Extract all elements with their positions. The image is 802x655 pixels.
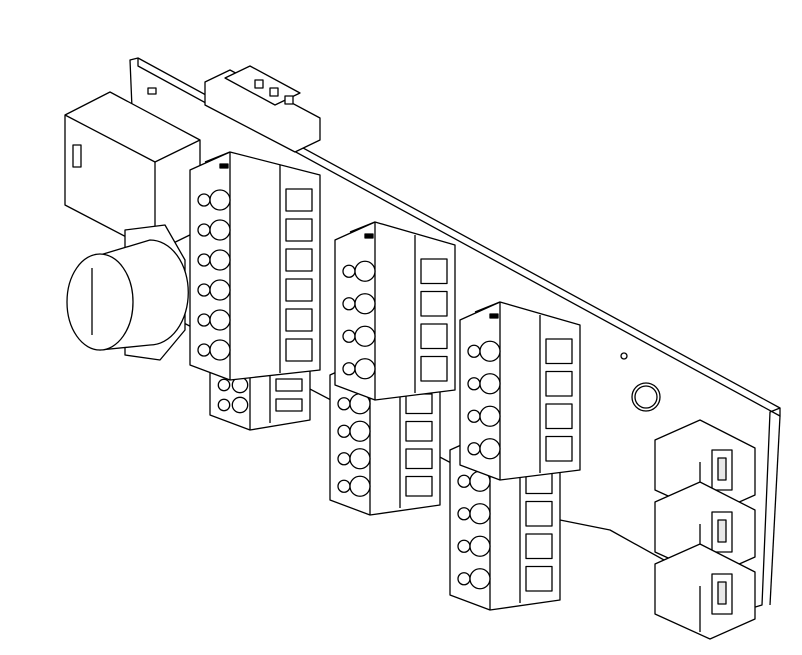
screw-terminal-icon xyxy=(480,341,500,361)
wire-entry-icon xyxy=(198,224,210,236)
screw-terminal-icon xyxy=(210,250,230,270)
wire-entry-icon xyxy=(338,425,350,437)
wire-entry-icon xyxy=(198,254,210,266)
terminal-slot xyxy=(546,404,572,429)
screw-terminal-icon xyxy=(350,449,370,469)
wire-entry-icon xyxy=(338,453,350,465)
wire-entry-icon xyxy=(343,265,355,277)
screw-terminal-icon xyxy=(480,406,500,426)
wire-entry-icon xyxy=(458,540,470,552)
screw-terminal-icon xyxy=(210,190,230,210)
screw-terminal-icon xyxy=(355,326,375,346)
screw-terminal-icon xyxy=(470,536,490,556)
mounting-hole xyxy=(632,383,660,411)
terminal-slot xyxy=(546,437,572,462)
wire-entry-icon xyxy=(198,284,210,296)
small-via xyxy=(621,353,627,359)
wire-entry-icon xyxy=(468,443,480,455)
screw-terminal-icon xyxy=(470,504,490,524)
terminal-slot xyxy=(421,259,447,284)
wire-entry-icon xyxy=(218,379,229,390)
wire-entry-icon xyxy=(198,194,210,206)
wire-entry-icon xyxy=(468,410,480,422)
screw-terminal-icon xyxy=(210,280,230,300)
screw-terminal-icon xyxy=(210,220,230,240)
terminal-slot xyxy=(421,324,447,349)
wire-entry-icon xyxy=(458,475,470,487)
wire-entry-icon xyxy=(338,398,350,410)
screw-terminal-icon xyxy=(350,421,370,441)
screw-terminal-icon xyxy=(350,476,370,496)
terminal-slot xyxy=(526,502,552,527)
wire-entry-icon xyxy=(218,399,229,410)
terminal-slot xyxy=(526,567,552,592)
terminal-block-tb-upper-right xyxy=(460,302,580,480)
wire-entry-icon xyxy=(458,508,470,520)
terminal-slot xyxy=(286,339,312,361)
wire-entry-icon xyxy=(458,573,470,585)
terminal-slot xyxy=(406,449,432,469)
terminal-slot xyxy=(546,339,572,364)
terminal-slot xyxy=(286,189,312,211)
terminal-block-tb-upper-middle xyxy=(335,222,455,400)
wire-entry-icon xyxy=(338,480,350,492)
screw-terminal-icon xyxy=(210,310,230,330)
mounting-hole-inner xyxy=(635,386,657,408)
screw-terminal-icon xyxy=(480,374,500,394)
terminal-slot xyxy=(526,534,552,559)
terminal-slot xyxy=(546,372,572,397)
terminal-block-tb-upper-left xyxy=(190,152,320,380)
terminal-slot xyxy=(421,292,447,317)
terminal-slot xyxy=(406,477,432,497)
screw-terminal-icon xyxy=(355,359,375,379)
terminal-slot xyxy=(286,249,312,271)
top-connector xyxy=(148,66,320,152)
edge-connector xyxy=(655,544,755,639)
terminal-slot xyxy=(286,309,312,331)
terminal-slot xyxy=(406,422,432,442)
terminal-slot xyxy=(421,357,447,382)
terminal-slot xyxy=(276,399,302,411)
wire-entry-icon xyxy=(198,344,210,356)
screw-terminal-icon xyxy=(232,397,247,412)
terminal-block-tb-lower-middle xyxy=(330,357,440,515)
capacitor xyxy=(67,225,188,360)
terminal-slot xyxy=(276,379,302,391)
wire-entry-icon xyxy=(343,298,355,310)
screw-terminal-icon xyxy=(480,439,500,459)
screw-terminal-icon xyxy=(355,294,375,314)
wire-entry-icon xyxy=(343,330,355,342)
screw-terminal-icon xyxy=(470,569,490,589)
edge-connectors xyxy=(655,420,755,639)
wire-entry-icon xyxy=(198,314,210,326)
terminal-slot xyxy=(286,279,312,301)
wire-entry-icon xyxy=(468,378,480,390)
terminal-slot xyxy=(406,394,432,414)
wire-entry-icon xyxy=(343,363,355,375)
wire-entry-icon xyxy=(468,345,480,357)
screw-terminal-icon xyxy=(210,340,230,360)
terminal-slot xyxy=(286,219,312,241)
screw-terminal-icon xyxy=(355,261,375,281)
